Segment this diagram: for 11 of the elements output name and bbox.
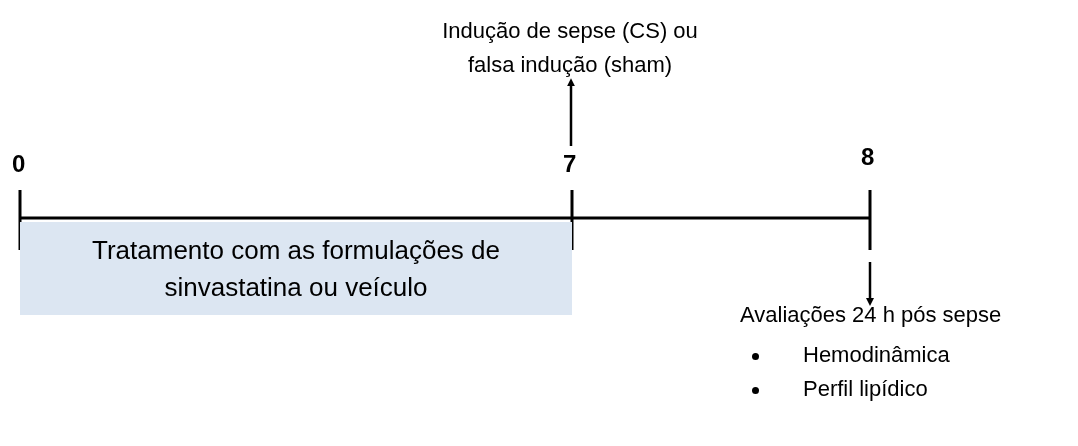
tick-label: 0 — [12, 150, 26, 178]
bullet-item: Hemodinâmica — [752, 342, 950, 368]
arrow — [567, 78, 575, 146]
event-label: Indução de sepse (CS) ou falsa indução (sham) — [441, 17, 699, 80]
tick-label: 7 — [563, 150, 577, 178]
evaluation-heading: Avaliações 24 h pós sepse — [740, 302, 1002, 328]
treatment-box — [20, 222, 572, 315]
tick-label: 8 — [861, 143, 875, 171]
treatment-text: Tratamento com as formulações de sinvastatina ou veículo — [91, 234, 501, 304]
bullet-item: Perfil lipídico — [752, 376, 928, 402]
arrow — [866, 262, 874, 306]
